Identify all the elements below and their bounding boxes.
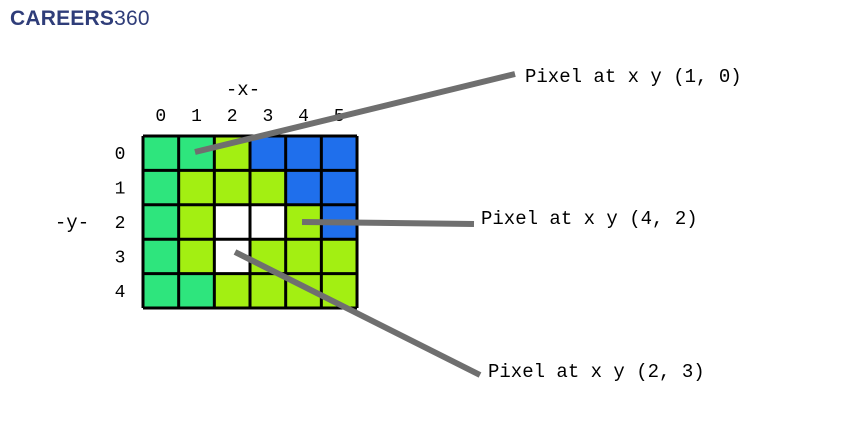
pixel-cell-5-0: [321, 136, 358, 171]
pixel-cell-3-4: [250, 273, 286, 308]
annotation-labels: Pixel at x y (1, 0) Pixel at x y (4, 2) Pi…: [481, 66, 742, 383]
x-tick-label: 3: [262, 107, 273, 127]
annotation-pointer-line: [233, 249, 482, 378]
x-axis-label: -x-: [226, 79, 260, 101]
annotation-pointer-line: [301, 219, 475, 227]
pixel-cell-0-3: [143, 239, 179, 274]
pixel-cell-4-3: [285, 239, 322, 274]
logo-brand-text: CAREERS: [10, 7, 115, 30]
pixel-cell-1-1: [178, 170, 215, 205]
x-tick-label: 2: [227, 107, 238, 127]
y-tick-label: 0: [115, 145, 126, 165]
pixel-cell-3-2: [250, 204, 286, 240]
annotation-pointers: [194, 71, 516, 378]
pixel-cell-5-1: [321, 170, 358, 205]
pixel-cell-2-1: [214, 170, 251, 205]
y-axis-label: -y-: [55, 212, 89, 234]
pixel-cell-1-2: [178, 204, 215, 240]
pixel-cell-2-4: [214, 273, 251, 308]
y-tick-label: 3: [115, 248, 126, 268]
y-tick-label: 1: [115, 180, 126, 200]
pixel-cell-3-1: [250, 170, 286, 205]
pixel-cell-0-1: [143, 170, 179, 205]
pixel-cell-0-2: [143, 204, 179, 240]
careers360-logo: CAREERS360: [10, 6, 150, 32]
x-tick-label: 0: [155, 107, 166, 127]
y-tick-label: 4: [115, 283, 126, 303]
pixel-grid: [143, 136, 358, 308]
annotation-label: Pixel at x y (4, 2): [481, 208, 698, 230]
pixel-cell-1-4: [178, 273, 215, 308]
x-tick-label: 4: [298, 107, 309, 127]
pixel-cell-4-0: [285, 136, 322, 171]
annotation-pointer-line: [194, 71, 516, 155]
pixel-cell-0-4: [143, 273, 179, 308]
pixel-cell-2-2: [214, 204, 251, 240]
pixel-cell-3-0: [250, 136, 286, 171]
pixel-cell-4-1: [285, 170, 322, 205]
pixel-cell-5-3: [321, 239, 358, 274]
logo-number-text: 360: [114, 7, 150, 30]
x-tick-label: 1: [191, 107, 202, 127]
pixel-cell-1-3: [178, 239, 215, 274]
annotation-label: Pixel at x y (1, 0): [525, 66, 742, 88]
annotation-label: Pixel at x y (2, 3): [488, 361, 705, 383]
y-tick-label: 2: [115, 214, 126, 234]
pixel-cell-0-0: [143, 136, 179, 171]
